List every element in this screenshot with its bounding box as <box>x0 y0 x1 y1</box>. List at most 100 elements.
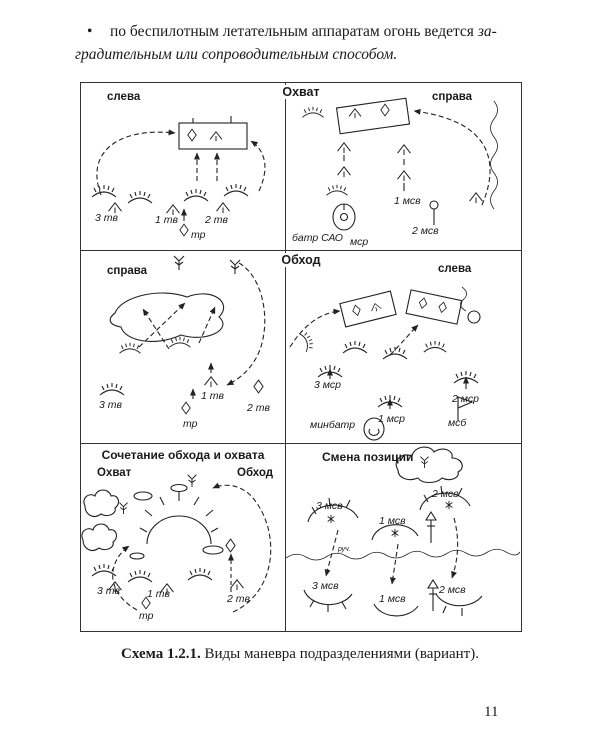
tank-icon <box>437 300 448 314</box>
hill-outline <box>109 292 225 342</box>
side-label: справа <box>107 265 148 277</box>
strongpoint-icon <box>382 346 408 360</box>
unit-label: 1 тв <box>201 390 224 402</box>
page-number: 11 <box>484 704 499 720</box>
strongpoint-icon <box>301 106 325 118</box>
infantry-vehicle-icon <box>369 301 383 313</box>
terrain-ellipse <box>129 552 145 560</box>
obkhod-left-drawing <box>289 286 481 441</box>
relocation-arrow <box>389 543 399 585</box>
strongpoint-icon <box>91 184 117 198</box>
mortar-battery-mark <box>368 428 380 436</box>
obkhod-label: Обход <box>237 467 274 479</box>
objective-box <box>335 97 411 135</box>
tree-icon <box>419 456 430 469</box>
envelopment-arrow-right <box>250 140 266 192</box>
row-title-obkhod-text: Обход <box>276 253 326 267</box>
cloud-outline <box>83 489 120 517</box>
panel-okhvat-left: слева 3 тв 1 тв 2 тв тр <box>81 83 286 251</box>
platoon-icon <box>396 144 412 156</box>
platoon-icon <box>396 170 412 182</box>
unit-label: 1 тв <box>147 588 170 600</box>
bypass-route-arrow <box>212 482 272 613</box>
panel-combo: Сочетание обхода и охвата Охват Обход 3 … <box>81 444 286 631</box>
unit-label: 1 мсв <box>394 195 421 207</box>
battalion-flag <box>457 396 474 409</box>
tree-icon <box>187 474 197 488</box>
strongpoint-icon <box>299 329 316 353</box>
envelopment-arrow-left <box>96 129 176 196</box>
tank-icon <box>417 296 429 310</box>
platoon-icon <box>468 192 484 204</box>
unit-label: 1 мсв <box>379 593 406 605</box>
unit-label: 1 мср <box>378 413 405 425</box>
unit-label: 3 мсв <box>312 580 339 592</box>
relocation-arrow <box>451 517 459 579</box>
attack-arrow <box>138 302 186 348</box>
panel-obkhod-right: справа 3 тв 1 тв 2 тв тр <box>81 251 286 444</box>
strongpoint-icon <box>91 563 117 577</box>
unit-label: тр <box>183 418 198 430</box>
tree-icon <box>118 502 129 515</box>
artillery-battery-core <box>339 212 349 222</box>
tank-icon <box>179 223 189 237</box>
unit-label: 2 тв <box>205 214 228 226</box>
platoon-icon <box>336 142 352 154</box>
unit-label: 1 мсв <box>379 515 406 527</box>
terrain-ellipse <box>202 545 224 555</box>
figure-caption: Схема 1.2.1. Виды маневра подразделениям… <box>75 646 525 663</box>
strongpoint-icon <box>325 184 349 196</box>
infantry-vehicle-icon <box>348 108 362 119</box>
caption-text: Виды маневра подразделениями (вариант). <box>200 646 479 662</box>
position-arc-teeth <box>311 497 351 515</box>
row-title-okhvat-text: Охват <box>277 85 325 99</box>
stream-label: руч. <box>338 546 351 553</box>
position-arc <box>307 504 359 523</box>
unit-label: 2 мсв <box>412 225 439 237</box>
intro-text-regular: по беспилотным летательным аппаратам ого… <box>110 23 478 40</box>
platoon-icon <box>336 166 352 178</box>
strongpoint-icon <box>223 183 249 197</box>
smena-drawing <box>286 446 520 617</box>
unit-label: 3 тв <box>97 585 120 597</box>
unit-label: мсб <box>448 417 467 429</box>
unit-label: батр САО <box>292 232 343 244</box>
unit-label: 3 мсв <box>316 500 343 512</box>
tank-icon <box>351 303 362 317</box>
weapon-icon <box>391 528 399 538</box>
panel-obkhod-left: слева 3 мср 2 мср 1 мср минбатр мсб <box>286 251 521 444</box>
unit-label: 3 мср <box>314 379 341 391</box>
mortar-icon-head <box>429 200 439 210</box>
cloud-outline <box>395 446 463 484</box>
maneuver-schemes-figure: Охват Обход <box>80 82 522 632</box>
side-label: слева <box>438 263 472 275</box>
objective-box-group <box>405 289 463 325</box>
platoon-icon <box>229 579 245 591</box>
strongpoint-icon <box>183 188 209 202</box>
position-arc <box>373 603 419 617</box>
side-label: слева <box>107 91 141 103</box>
objective-box-group <box>339 290 397 328</box>
position-arc <box>303 589 353 606</box>
unit-label: 2 мсв <box>439 584 466 596</box>
attack-arrow <box>389 324 419 356</box>
defense-arc-teeth <box>139 492 219 533</box>
weapon-icon <box>327 514 335 524</box>
position-arc <box>371 524 419 541</box>
position-arc <box>419 492 471 511</box>
row-title-okhvat: Охват <box>81 85 521 99</box>
tank-icon <box>253 379 264 394</box>
attack-arrow <box>198 306 216 344</box>
tank-icon <box>225 538 236 553</box>
envelopment-arrow-right <box>413 108 491 206</box>
okhvat-label: Охват <box>97 467 132 479</box>
terrain-ellipse <box>133 491 153 501</box>
panel-title: Смена позиции <box>322 450 414 464</box>
stream-line <box>286 548 520 561</box>
position-arc-teeth <box>423 485 463 503</box>
okhvat-right-drawing <box>301 97 498 231</box>
landmark-circle <box>467 310 481 324</box>
position-arc-teeth <box>442 605 463 616</box>
unit-label: 3 тв <box>99 399 122 411</box>
